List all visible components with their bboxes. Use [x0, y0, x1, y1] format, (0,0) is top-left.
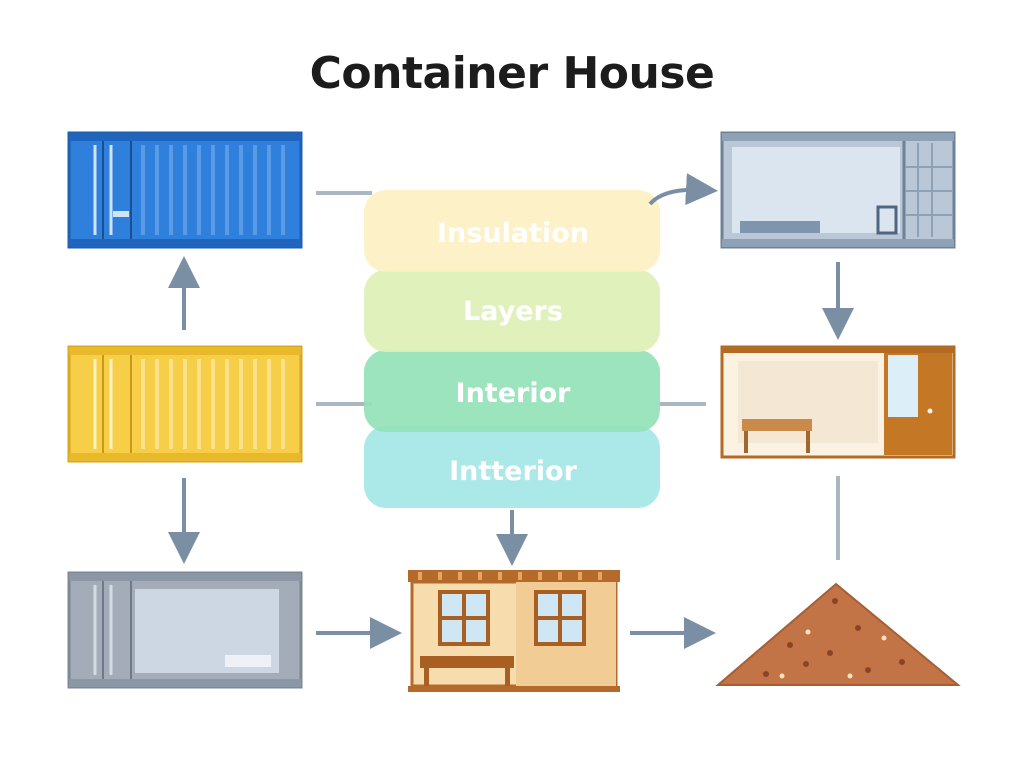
- furnished-room: [720, 345, 956, 459]
- material-pile: [715, 582, 961, 686]
- layer-1: [364, 190, 660, 272]
- layer-label: Intterior: [449, 456, 578, 487]
- house-illustration: [408, 570, 620, 692]
- layer-stack: Insulation Layers Interior Intterior: [364, 190, 660, 508]
- layer-4: [364, 426, 660, 508]
- yellow-container: [67, 345, 303, 463]
- interior-container: [720, 131, 956, 249]
- page-title: Container House: [309, 48, 715, 99]
- layer-3: [364, 350, 660, 432]
- layer-label: Interior: [456, 378, 572, 409]
- layer-label: Insulation: [437, 218, 589, 249]
- layer-label: Layers: [463, 296, 563, 327]
- flow-arrows: [168, 173, 854, 649]
- blue-container: [67, 131, 303, 249]
- window-left: [438, 590, 490, 646]
- gray-container: [67, 571, 303, 689]
- window-right: [534, 590, 586, 646]
- arrow-curve: [648, 173, 718, 206]
- connector-lines: [316, 191, 706, 406]
- layer-2: [364, 270, 660, 352]
